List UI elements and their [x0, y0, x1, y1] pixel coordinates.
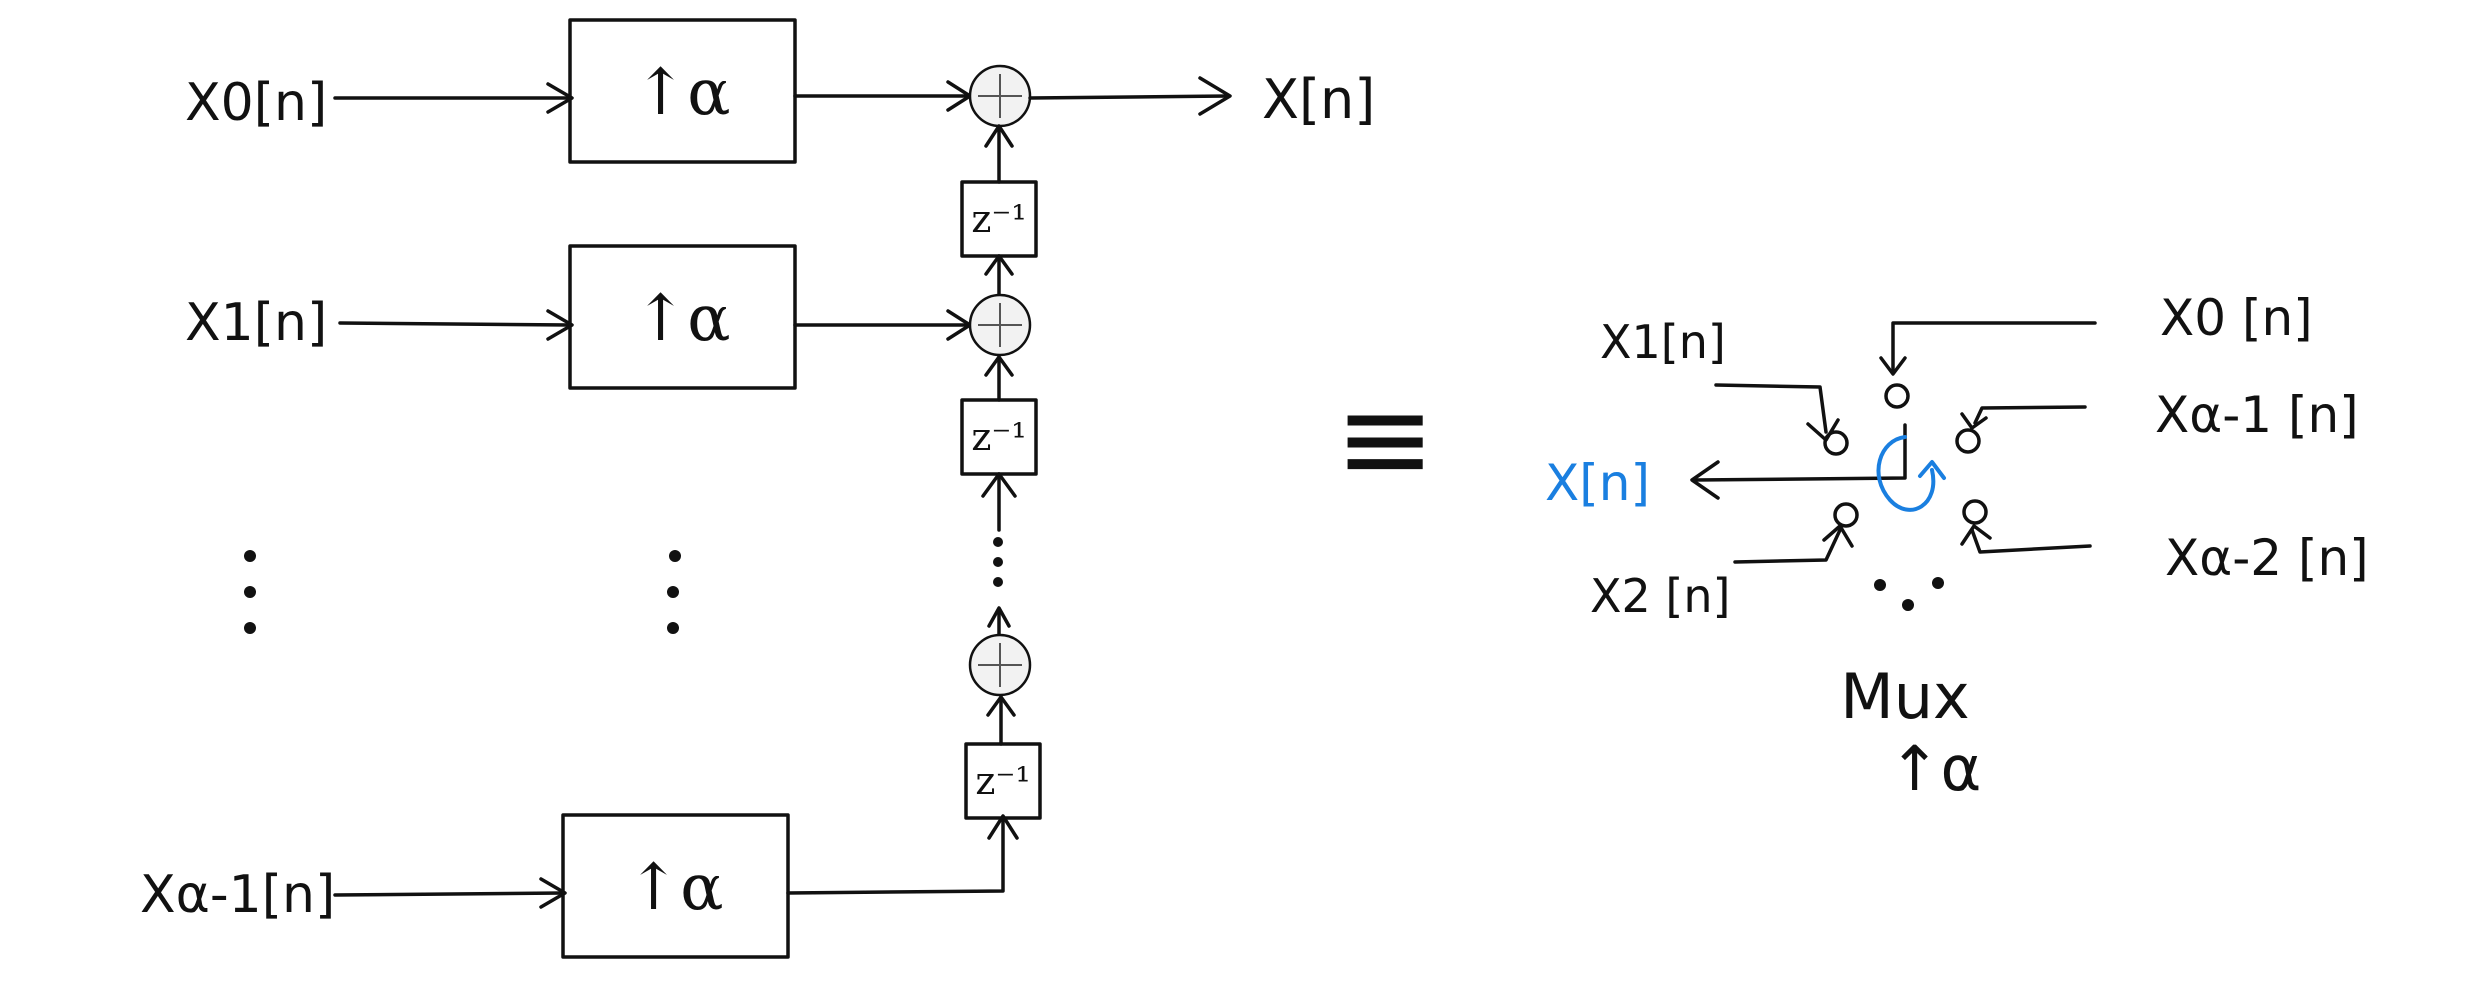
mux-rate-label: ↑α [1889, 732, 1982, 805]
mux-input-x2-label: X2 [n] [1590, 569, 1730, 623]
vertical-ellipsis-boxes [667, 550, 681, 634]
chain-connections [981, 124, 1017, 746]
vertical-ellipsis-inputs [244, 550, 256, 634]
summer-top [968, 64, 1032, 128]
mux-output-arrow [1690, 423, 1907, 500]
contact-x2 [1733, 502, 1859, 564]
multiplexer-structure: X[n] [1545, 289, 2369, 805]
mux-input-x0-label: X0 [n] [2160, 289, 2313, 347]
input-label-x-alpha-minus-1: Xα-1[n] [140, 865, 335, 925]
mux-output-label: X[n] [1545, 454, 1650, 512]
input-arrow-0 [333, 82, 574, 114]
input-label-x0: X0[n] [185, 73, 327, 133]
output-arrow [1028, 76, 1232, 116]
contact-x0 [1879, 321, 2097, 409]
input-arrow-last [333, 877, 567, 909]
contact-x-alpha-minus-1 [1955, 405, 2087, 454]
box1-to-summer-arrow [793, 309, 972, 341]
rotation-arrow-icon [1876, 435, 1946, 512]
upsampler-label-last: ↑α [627, 851, 724, 925]
mux-input-x-alpha-minus-1-label: Xα-1 [n] [2155, 386, 2359, 444]
contact-x-alpha-minus-2 [1960, 499, 2092, 554]
delay-label-top: z⁻¹ [971, 197, 1026, 241]
equivalence-symbol: ≡ [1335, 370, 1436, 509]
mux-ellipsis [1874, 577, 1944, 611]
upsampler-label-0: ↑α [634, 56, 731, 130]
left-polyphase-structure: X0[n] X1[n] Xα-1[n] ↑α ↑α ↑α [140, 18, 1375, 959]
upsampler-box-1: ↑α [568, 244, 797, 390]
delay-box-top: z⁻¹ [960, 180, 1038, 258]
delay-box-middle: z⁻¹ [960, 398, 1038, 476]
input-arrow-1 [338, 309, 574, 341]
chain-ellipsis [993, 537, 1003, 587]
summer-bottom [968, 633, 1032, 697]
contact-x1 [1714, 383, 1849, 456]
mux-input-x-alpha-minus-2-label: Xα-2 [n] [2165, 529, 2369, 587]
upsampler-box-0: ↑α [568, 18, 797, 164]
upsampler-box-last: ↑α [561, 813, 790, 959]
mux-label: Mux [1840, 660, 1969, 733]
input-label-x1: X1[n] [185, 293, 327, 353]
delay-box-bottom: z⁻¹ [964, 742, 1042, 820]
box0-to-summer-arrow [793, 80, 972, 112]
mux-input-x1-label: X1[n] [1600, 315, 1726, 369]
last-box-to-chain-line [786, 814, 1019, 895]
delay-label-middle: z⁻¹ [971, 415, 1026, 459]
output-label: X[n] [1262, 68, 1375, 131]
delay-label-bottom: z⁻¹ [975, 759, 1030, 803]
upsampler-label-1: ↑α [634, 282, 731, 356]
summer-middle [968, 293, 1032, 357]
